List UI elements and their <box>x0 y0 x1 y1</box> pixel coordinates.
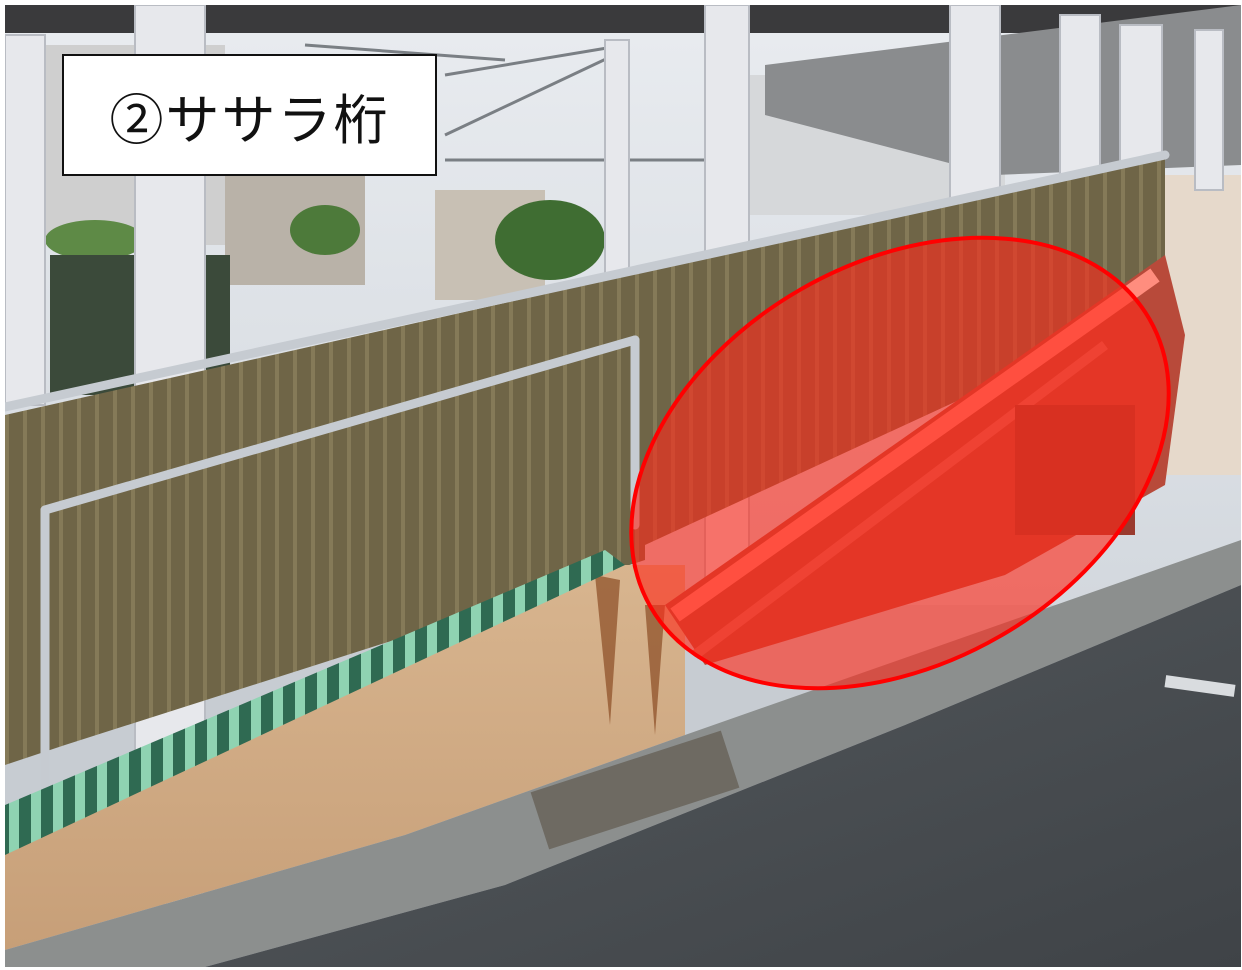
photo-illustration <box>5 5 1241 967</box>
station-stair-photo <box>5 5 1241 967</box>
street-drain <box>530 730 740 850</box>
caption-label-box: ②ササラ桁 <box>62 54 437 176</box>
caption-label: ②ササラ桁 <box>109 88 390 152</box>
roof-beam <box>5 5 1241 33</box>
sidewalk <box>5 540 1241 967</box>
handrails <box>5 150 1170 810</box>
road <box>205 585 1241 967</box>
road-marking <box>1164 675 1236 697</box>
drain-grating <box>5 550 625 855</box>
rust-stains <box>595 575 665 735</box>
catenary-wires <box>304 43 705 162</box>
highlight-ellipse <box>629 235 1171 691</box>
retaining-wall <box>5 565 685 950</box>
